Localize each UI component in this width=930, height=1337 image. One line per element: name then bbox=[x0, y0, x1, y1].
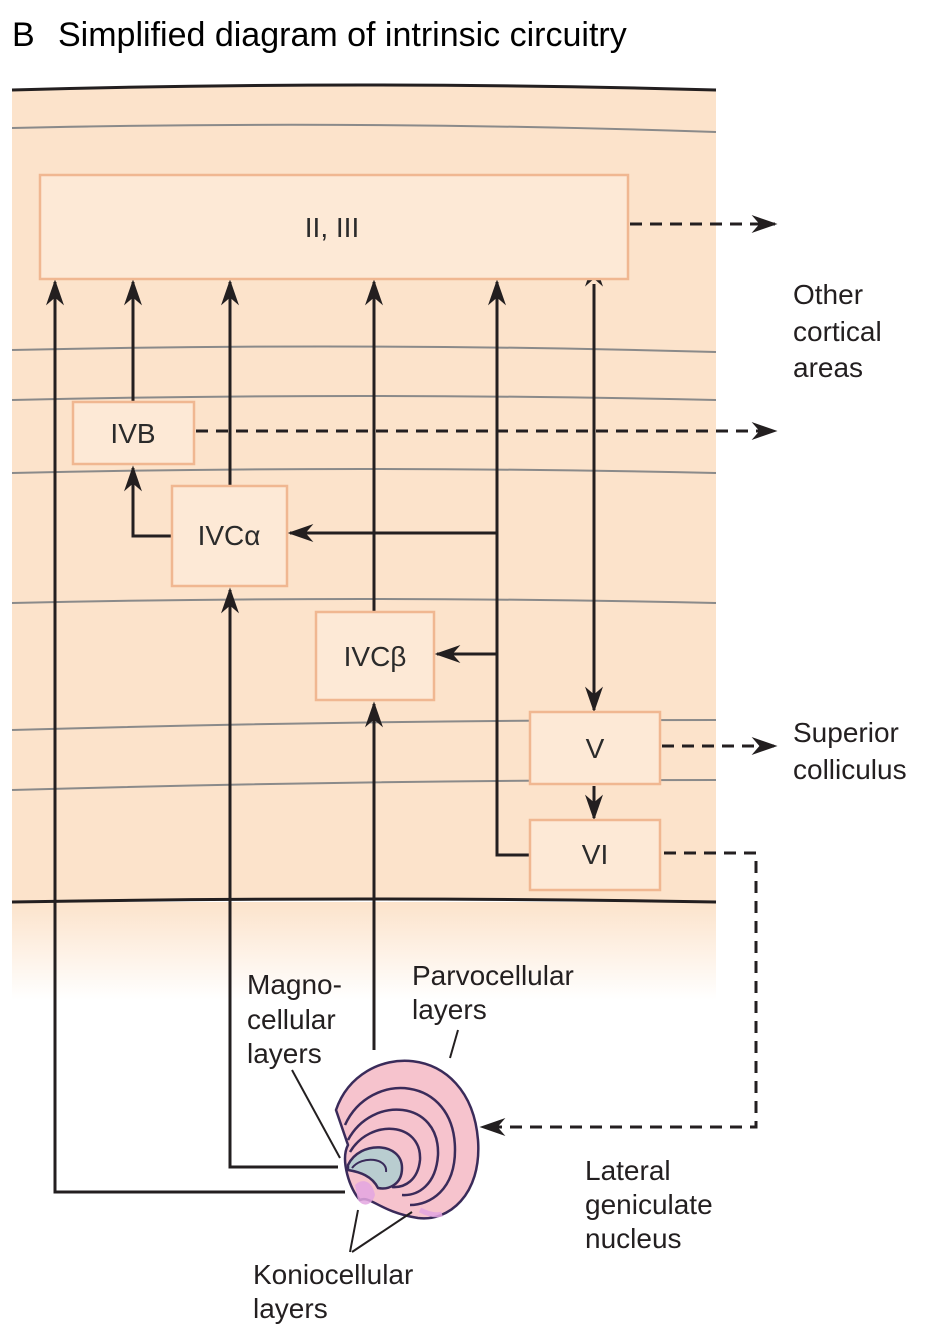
box-layer-2-3: II, III bbox=[38, 173, 630, 281]
box-layer-4c-alpha: IVCα bbox=[170, 484, 289, 588]
box-layer-6-label: VI bbox=[582, 839, 608, 870]
lgn-lamina-3 bbox=[348, 1127, 422, 1189]
box-layer-4b-label: IVB bbox=[110, 418, 155, 449]
box-layer-4c-beta-label: IVCβ bbox=[344, 641, 407, 672]
lgn-lamina-2 bbox=[346, 1108, 440, 1197]
4c-alpha-to-4b-arrow bbox=[124, 465, 172, 538]
panel-letter: B bbox=[12, 16, 35, 54]
lateral-geniculate-nucleus bbox=[334, 1059, 480, 1220]
box-layer-5: V bbox=[528, 710, 662, 786]
lgn-magno-layers bbox=[346, 1146, 404, 1190]
lgn-konio-edge bbox=[418, 1207, 443, 1218]
magnocellular-layers-label: Magno- cellular layers bbox=[247, 969, 350, 1069]
superior-colliculus-label: Superior colliculus bbox=[793, 717, 907, 785]
lgn-lamina-1 bbox=[343, 1086, 457, 1207]
lgn-label: Lateral geniculate nucleus bbox=[585, 1155, 720, 1254]
parvo-leader-line bbox=[449, 1029, 459, 1059]
box-layer-6: VI bbox=[528, 818, 662, 892]
pia-surface-line bbox=[11, 83, 717, 92]
box-layer-2-3-label: II, III bbox=[305, 212, 359, 243]
box-layer-4c-beta: IVCβ bbox=[314, 610, 436, 702]
magno-leader-line bbox=[291, 1069, 341, 1159]
parvocellular-layers-label: Parvocellular layers bbox=[412, 960, 582, 1025]
white-matter-boundary bbox=[11, 897, 717, 904]
lgn-konio-layers bbox=[355, 1181, 375, 1205]
lgn-magno-inner bbox=[351, 1158, 388, 1173]
magno-to-4c-alpha-arrow bbox=[221, 587, 338, 1169]
box-layer-4b: IVB bbox=[71, 400, 196, 466]
layer-6-to-lgn-arrow bbox=[479, 851, 758, 1136]
layer-6-to-layer-2-3-arrow bbox=[488, 279, 530, 857]
box-layer-4c-alpha-label: IVCα bbox=[198, 520, 261, 551]
koniocellular-layers-label: Koniocellular layers bbox=[253, 1259, 421, 1324]
connections bbox=[46, 215, 778, 1194]
konio-leader-lines bbox=[349, 1209, 413, 1253]
box-layer-5-label: V bbox=[586, 733, 605, 764]
konio-to-layer-2-3-arrow bbox=[46, 279, 345, 1194]
cortical-areas-label: Other cortical areas bbox=[793, 279, 889, 383]
white-matter-fade bbox=[12, 902, 716, 1000]
cortex-region bbox=[12, 85, 716, 902]
figure-title: Simplified diagram of intrinsic circuitr… bbox=[58, 16, 627, 54]
